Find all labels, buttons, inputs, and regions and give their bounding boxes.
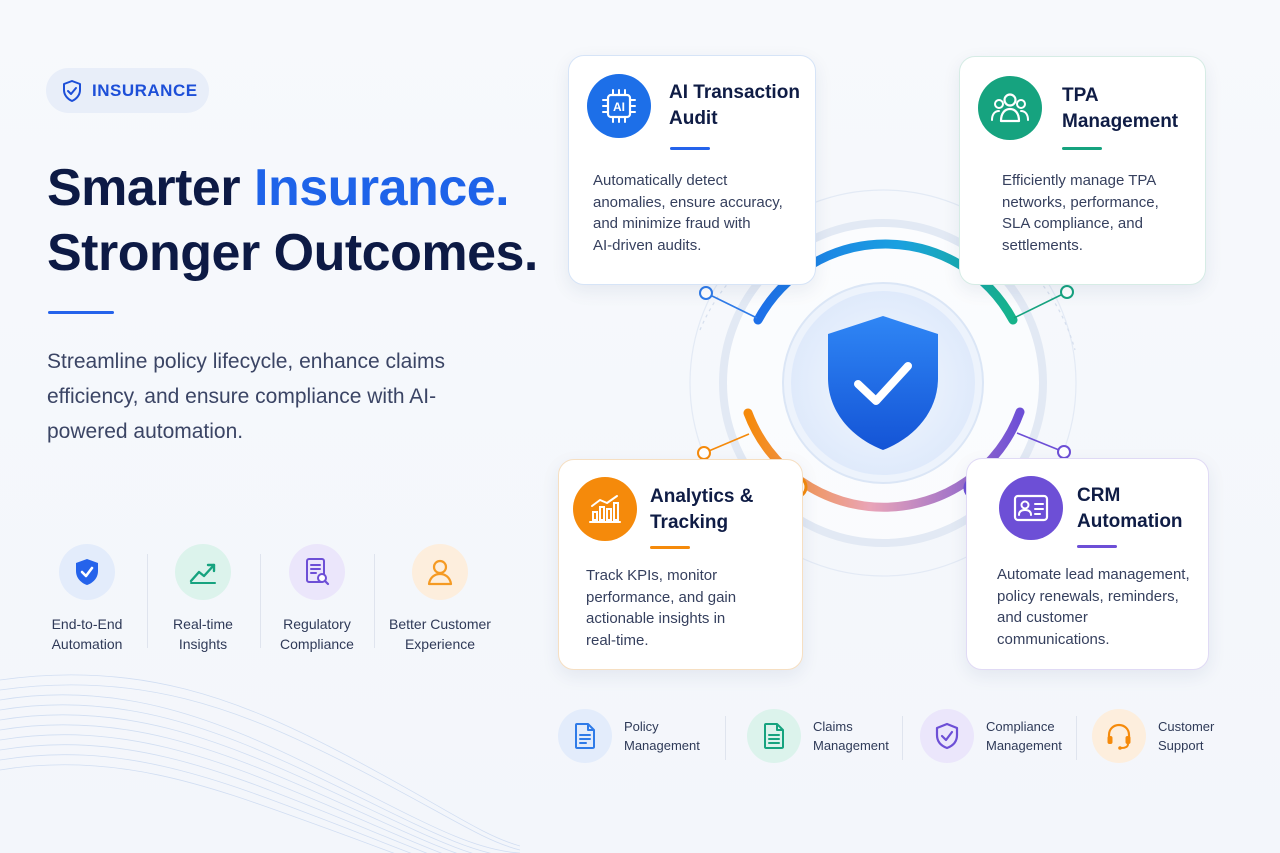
card-description: Automatically detect anomalies, ensure a…	[593, 170, 808, 256]
desc-line: performance, and gain	[586, 588, 737, 606]
desc-line: AI-driven audits.	[593, 236, 702, 254]
card-accent-line	[650, 546, 690, 549]
desc-line: networks, performance,	[1002, 193, 1159, 211]
policy-document-icon	[558, 709, 612, 763]
bottom-label-line1: Compliance	[986, 719, 1055, 734]
shield-check-icon	[920, 709, 974, 763]
id-card-icon	[999, 476, 1063, 540]
card-accent-line	[1077, 545, 1117, 548]
bottom-label-line1: Claims	[813, 719, 853, 734]
users-icon	[978, 76, 1042, 140]
card-title-line1: Analytics &	[650, 486, 754, 507]
document-search-icon	[289, 544, 345, 600]
card-analytics-tracking[interactable]: Analytics & Tracking Track KPIs, monitor …	[558, 459, 803, 670]
user-icon	[412, 544, 468, 600]
desc-line: Automate lead management,	[997, 566, 1190, 583]
claims-document-icon	[747, 709, 801, 763]
card-title-line2: Tracking	[650, 512, 729, 533]
desc-line: policy renewals, reminders,	[997, 587, 1179, 605]
card-title-line2: Automation	[1077, 511, 1183, 532]
desc-line: and customer	[997, 609, 1088, 626]
card-title: CRM Automation	[1077, 483, 1183, 535]
desc-line: anomalies, ensure accuracy,	[593, 193, 783, 211]
desc-line: Track KPIs, monitor	[586, 567, 718, 584]
desc-line: real-time.	[586, 631, 649, 649]
hub-graphic	[689, 189, 1077, 577]
card-tpa-management[interactable]: TPA Management Efficiently manage TPA net…	[959, 56, 1206, 285]
card-title: Analytics & Tracking	[650, 484, 753, 536]
desc-line: actionable insights in	[586, 610, 726, 627]
headline-accent: Insurance.	[254, 159, 510, 217]
divider	[374, 554, 375, 648]
card-accent-line	[670, 147, 710, 150]
card-crm-automation[interactable]: CRM Automation Automate lead management, …	[966, 458, 1209, 670]
headline-line2: Stronger Outcomes.	[47, 224, 538, 282]
feature-label-line2: Insights	[178, 636, 228, 652]
headline-part1: Smarter	[47, 159, 254, 217]
shield-check-icon	[59, 544, 115, 600]
feature-label-line1: Regulatory	[283, 616, 351, 632]
feature-label-line2: Experience	[404, 636, 476, 652]
bottom-label-line2: Management	[813, 738, 889, 753]
card-description: Track KPIs, monitor performance, and gai…	[586, 565, 796, 651]
category-badge: INSURANCE	[46, 68, 209, 113]
shield-check-icon	[63, 79, 81, 102]
headset-icon	[1092, 709, 1146, 763]
desc-line: SLA compliance, and	[1002, 215, 1143, 232]
desc-line: Efficiently manage TPA	[1002, 172, 1157, 189]
title-underline	[48, 311, 114, 314]
card-title-line1: AI Transaction	[669, 82, 800, 103]
card-description: Efficiently manage TPA networks, perform…	[1002, 170, 1202, 256]
feature-label-line1: Real-time	[173, 616, 233, 632]
card-title-line2: Management	[1062, 111, 1179, 132]
feature-label-line2: Compliance	[280, 636, 354, 652]
divider	[147, 554, 148, 648]
trend-up-icon	[175, 544, 231, 600]
bottom-label-line2: Management	[986, 738, 1062, 753]
card-description: Automate lead management, policy renewal…	[997, 564, 1207, 650]
lede-text: Streamline policy lifecycle, enhance cla…	[47, 350, 446, 443]
bottom-label-line1: Customer	[1158, 719, 1215, 734]
card-title-line2: Audit	[669, 108, 718, 129]
card-title-line1: TPA	[1062, 85, 1099, 106]
divider	[902, 716, 903, 760]
feature-label-line2: Automation	[51, 636, 123, 652]
desc-line: settlements.	[1002, 236, 1083, 254]
divider	[1076, 716, 1077, 760]
feature-label-line1: End-to-End	[51, 616, 123, 632]
page-title: Smarter Insurance. Stronger Outcomes.	[47, 156, 607, 286]
bottom-label-line2: Support	[1158, 738, 1204, 753]
divider	[725, 716, 726, 760]
divider	[260, 554, 261, 648]
desc-line: communications.	[997, 630, 1110, 648]
badge-label: INSURANCE	[92, 80, 198, 100]
bar-chart-icon	[573, 477, 637, 541]
desc-line: and minimize fraud with	[593, 215, 751, 232]
bottom-label-line1: Policy	[624, 719, 659, 734]
desc-line: Automatically detect	[593, 172, 728, 189]
wave-decoration	[0, 674, 520, 853]
card-accent-line	[1062, 147, 1102, 150]
ai-chip-icon: AI	[587, 74, 651, 138]
ai-chip-text: AI	[613, 100, 625, 114]
feature-label-line1: Better Customer	[389, 616, 491, 632]
card-title: TPA Management	[1062, 83, 1178, 135]
bottom-label-line2: Management	[624, 738, 700, 753]
card-title-line1: CRM	[1077, 485, 1121, 506]
